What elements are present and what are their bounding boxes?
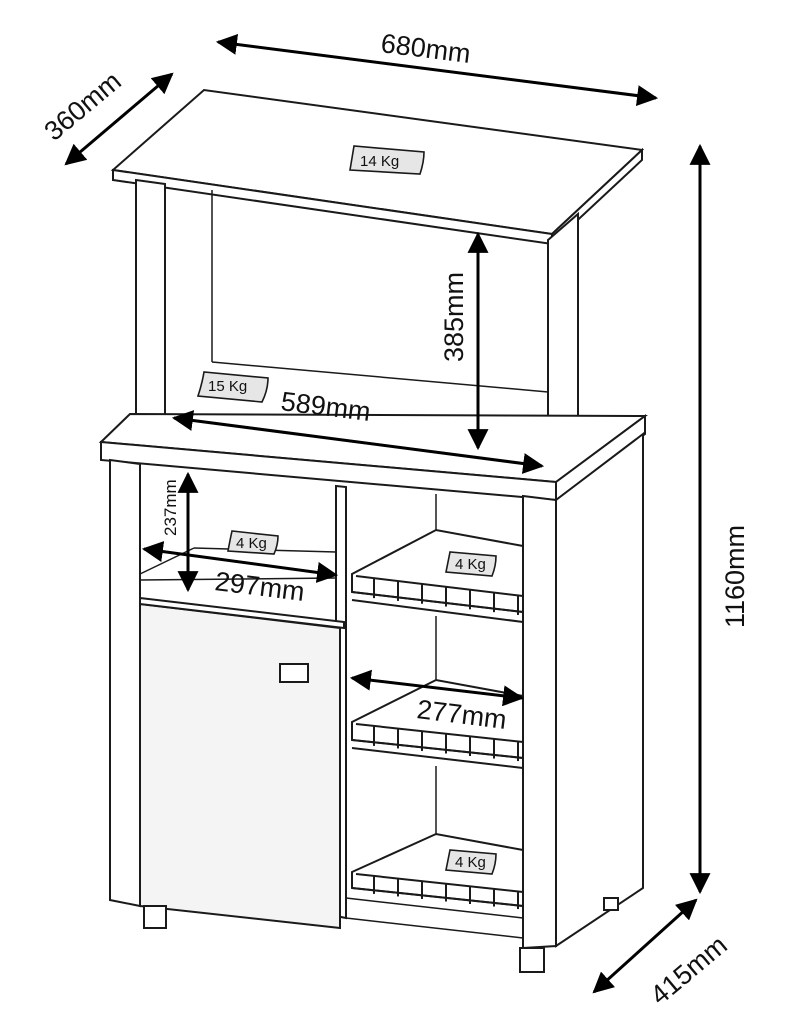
rail-top-bar (355, 873, 524, 893)
height-label: 1160mm (720, 525, 750, 628)
load-label-top: 14 Kg (360, 153, 399, 170)
load-label-rack-lower: 4 Kg (455, 854, 486, 871)
load-badge-rack-upper: 4 Kg (445, 551, 497, 577)
upper-right-post (547, 211, 579, 450)
load-badge-top: 14 Kg (349, 145, 425, 175)
left-side-panel (109, 458, 141, 908)
door-handle[interactable] (279, 663, 309, 683)
countertop (98, 412, 649, 502)
upper-left-post (135, 178, 166, 417)
load-label-rack-upper: 4 Kg (455, 556, 486, 573)
foot-front-right (519, 947, 545, 973)
rack-width-arrow (349, 669, 525, 707)
cabinet-door[interactable] (139, 596, 345, 930)
width-arrow (215, 33, 659, 107)
depth-top-arrow (64, 72, 174, 166)
depth-base-label: 415mm (645, 930, 733, 1011)
cubby-height-label: 237mm (161, 479, 180, 536)
load-label-cubby: 4 Kg (236, 535, 267, 552)
load-badge-microwave: 15 Kg (196, 371, 269, 403)
load-badge-cubby: 4 Kg (227, 530, 279, 555)
foot-back-right (603, 897, 619, 911)
upper-back-panel (211, 190, 549, 393)
right-side-panel (522, 431, 644, 950)
load-label-microwave: 15 Kg (208, 378, 247, 395)
microwave-width-arrow (171, 410, 545, 474)
microwave-height-label: 385mm (439, 272, 469, 362)
rail-top-bar (355, 723, 524, 743)
rack-shelf-upper (351, 528, 524, 623)
depth-base-arrow (592, 898, 698, 994)
cubby-width-label: 297mm (213, 566, 306, 607)
rail-top-bar (355, 575, 524, 597)
width-label: 680mm (379, 28, 472, 69)
load-badge-rack-lower: 4 Kg (445, 849, 497, 875)
cubby-width-arrow (141, 541, 339, 583)
foot-front-left (143, 905, 167, 929)
depth-top-label: 360mm (39, 66, 127, 147)
rack-shelf-lower (351, 832, 524, 908)
wire-rails (355, 575, 524, 910)
